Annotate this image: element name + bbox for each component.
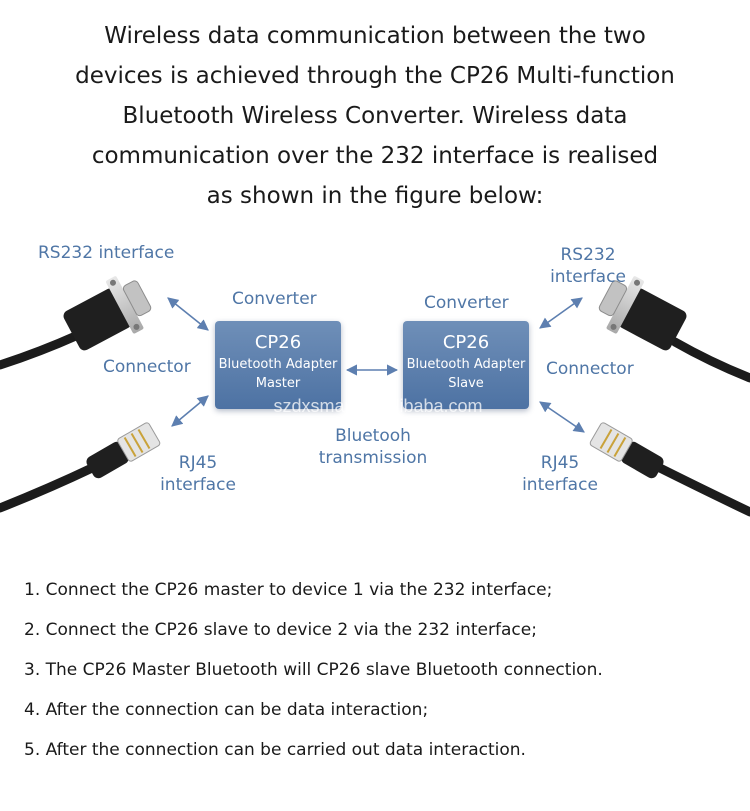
master-title: CP26 <box>254 332 302 353</box>
converter-label-master: Converter <box>232 289 317 309</box>
left-connector-label: Connector <box>103 357 191 377</box>
converter-label-slave: Converter <box>424 293 509 313</box>
step-item: 2. Connect the CP26 slave to device 2 vi… <box>24 620 537 640</box>
step-item: 4. After the connection can be data inte… <box>24 700 429 720</box>
left-rj45-line: RJ45 <box>178 453 218 473</box>
bluetooth-line: transmission <box>318 448 428 468</box>
intro-line: communication over the 232 interface is … <box>91 143 659 169</box>
left-rj45-label: RJ45 interface <box>150 452 246 496</box>
left-rj45-line: interface <box>160 475 236 495</box>
right-connector-label: Connector <box>546 359 634 379</box>
step-item: 3. The CP26 Master Bluetooth will CP26 s… <box>24 660 603 680</box>
intro-line: as shown in the figure below: <box>206 183 544 209</box>
right-rj45-label: RJ45 interface <box>512 452 608 496</box>
bluetooth-line: Bluetooh <box>335 426 411 446</box>
step-item: 5. After the connection can be carried o… <box>24 740 526 760</box>
arrow-left-rj45 <box>171 395 209 427</box>
steps-list: 1. Connect the CP26 master to device 1 v… <box>24 570 603 770</box>
right-rj45-line: interface <box>522 475 598 495</box>
watermark: szdxsmart.en.alibaba.com <box>273 396 483 416</box>
intro-line: Bluetooth Wireless Converter. Wireless d… <box>122 103 628 129</box>
right-rs232-line: interface <box>550 267 626 287</box>
right-rs232-line: RS232 <box>560 245 616 265</box>
arrow-right-rs232 <box>539 297 583 329</box>
rj45-cable-right-icon <box>589 422 750 517</box>
arrow-left-rs232 <box>167 297 209 331</box>
intro-text: Wireless data communication between the … <box>40 16 710 216</box>
cp26-master-box: CP26 Bluetooth Adapter Master <box>215 321 341 409</box>
slave-line2: Slave <box>448 376 484 391</box>
intro-line: devices is achieved through the CP26 Mul… <box>75 63 675 89</box>
right-rj45-line: RJ45 <box>540 453 580 473</box>
master-line1: Bluetooth Adapter <box>218 357 338 372</box>
rs232-cable-right-icon <box>598 276 750 383</box>
right-rs232-label: RS232 interface <box>540 244 636 288</box>
arrow-right-rj45 <box>539 401 585 433</box>
bluetooth-label: Bluetooh transmission <box>312 425 434 469</box>
slave-line1: Bluetooth Adapter <box>406 357 526 372</box>
slave-title: CP26 <box>442 332 490 353</box>
rj45-cable-left-icon <box>0 422 161 513</box>
left-rs232-label: RS232 interface <box>38 243 175 263</box>
step-item: 1. Connect the CP26 master to device 1 v… <box>24 580 553 600</box>
cp26-slave-box: CP26 Bluetooth Adapter Slave <box>403 321 529 409</box>
rs232-cable-left-icon <box>0 276 152 370</box>
master-line2: Master <box>255 376 301 391</box>
intro-line: Wireless data communication between the … <box>104 23 646 49</box>
